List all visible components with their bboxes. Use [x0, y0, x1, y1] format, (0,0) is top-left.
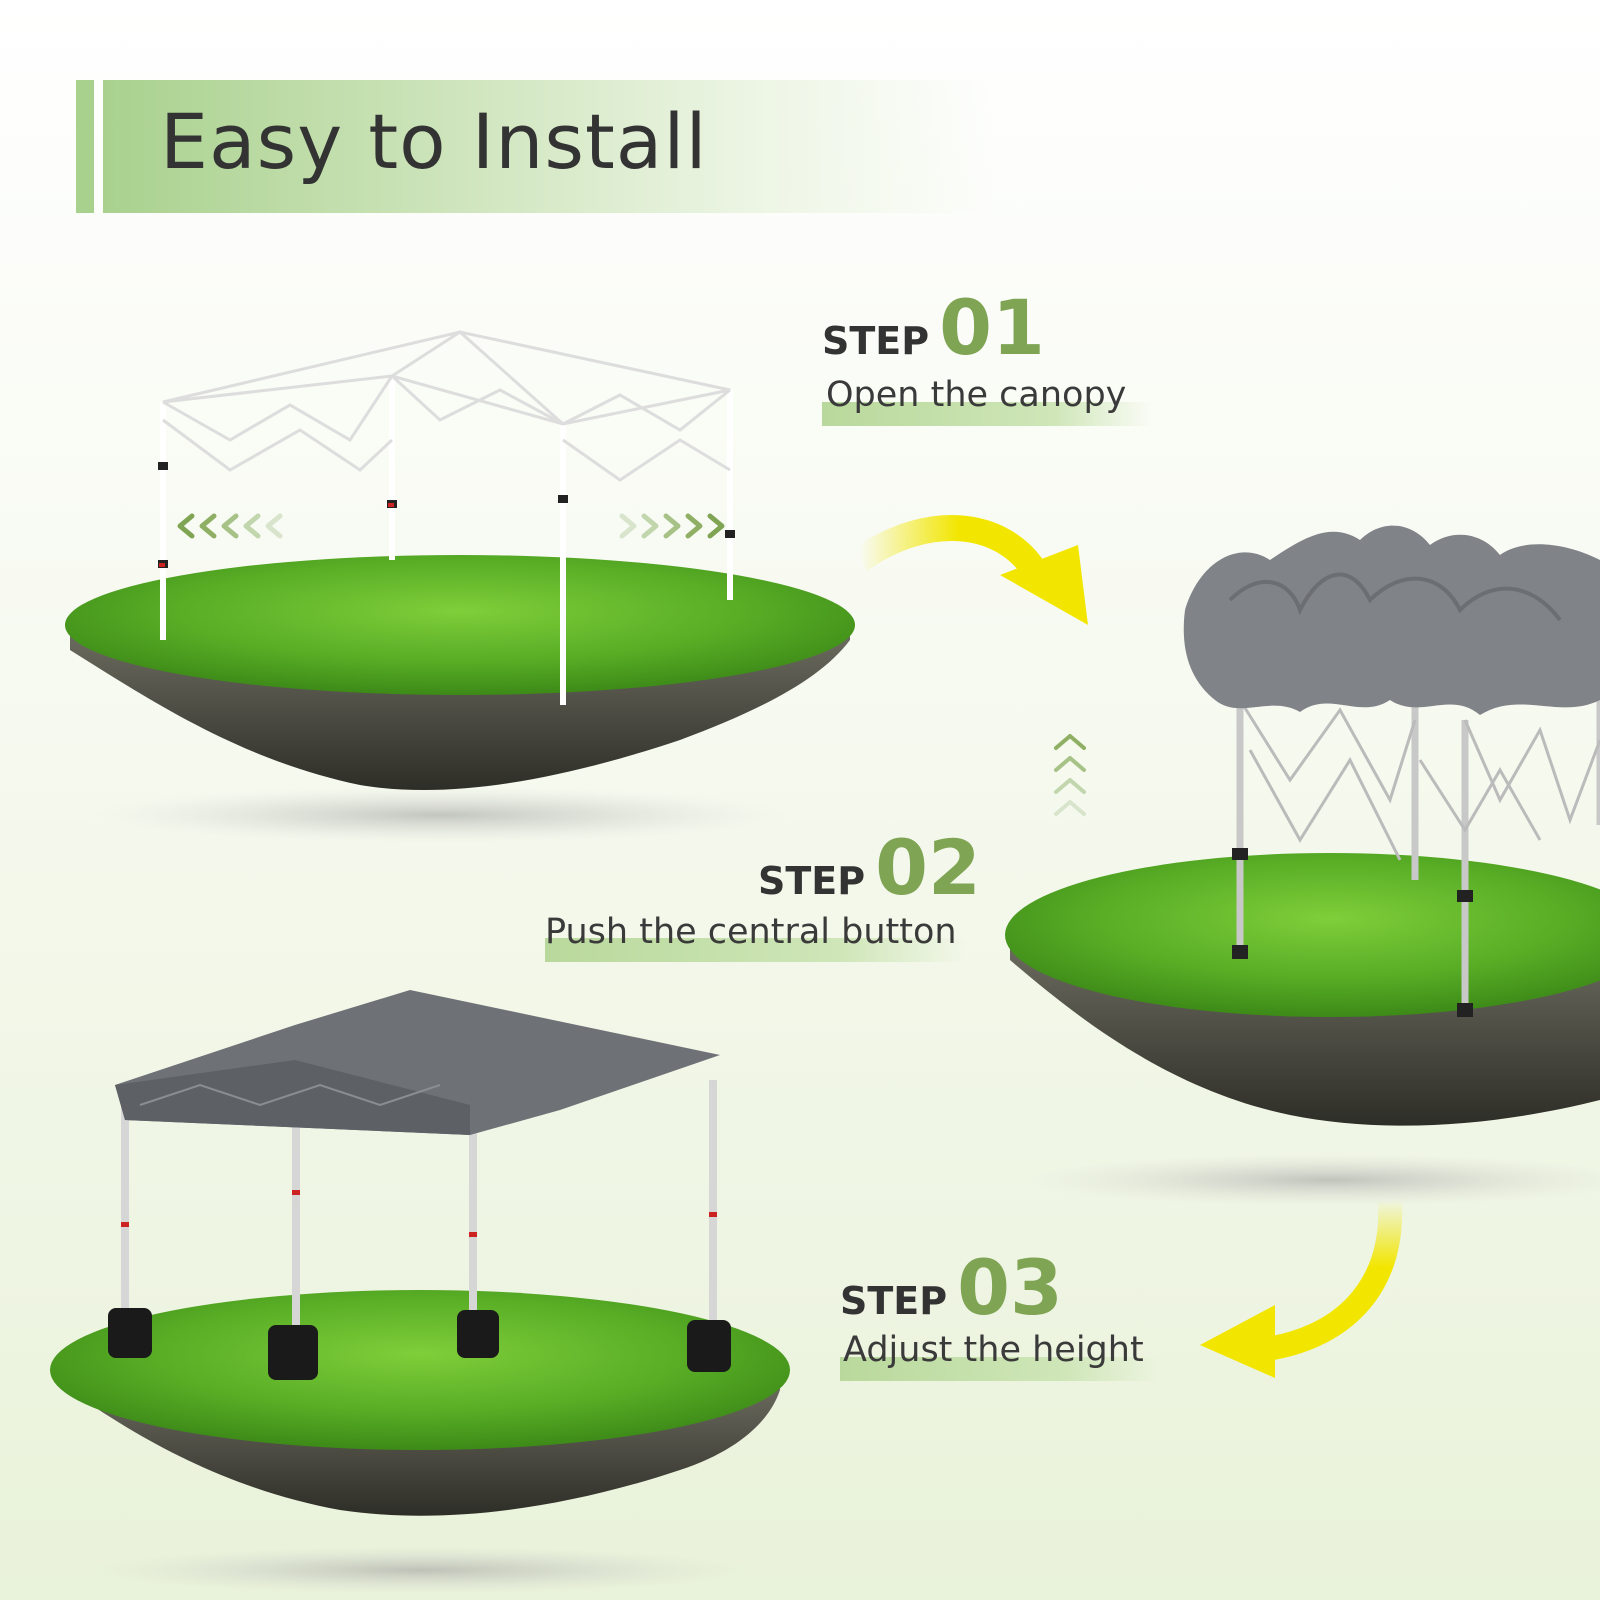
- frame-illustration: [160, 376, 733, 705]
- island1-grass: [65, 555, 855, 695]
- curved-arrow-icon: [852, 515, 1088, 625]
- island3-shadow: [90, 1546, 750, 1594]
- up-chevrons-icon: [1054, 734, 1086, 816]
- right-chevrons-icon: [619, 513, 725, 539]
- step1-description: Open the canopy: [826, 375, 1127, 415]
- step1-label: STEP: [822, 319, 930, 363]
- island2-shadow: [1030, 1154, 1600, 1206]
- curved-arrow-icon-2: [1200, 1199, 1403, 1378]
- canopy-full-illustration: [108, 990, 731, 1380]
- step1-underline: [822, 402, 1152, 426]
- step3-description: Adjust the height: [843, 1330, 1144, 1370]
- island2-grass: [1005, 853, 1600, 1017]
- step2-description: Push the central button: [545, 912, 957, 952]
- island1-shadow: [90, 787, 790, 843]
- step1-number: 01: [939, 283, 1045, 372]
- step3-underline: [840, 1357, 1160, 1381]
- island3-grass: [50, 1290, 790, 1450]
- step2-number: 02: [875, 823, 981, 912]
- banner-accent-bar: [76, 80, 94, 213]
- step3-number: 03: [957, 1243, 1063, 1332]
- page-title: Easy to Install: [160, 97, 708, 186]
- step3-label: STEP: [840, 1279, 948, 1323]
- step2-label: STEP: [758, 859, 866, 903]
- left-chevrons-icon: [177, 513, 283, 539]
- canopy-open-illustration: [1183, 525, 1600, 1017]
- step2-underline: [545, 938, 965, 962]
- title-banner: [103, 80, 993, 213]
